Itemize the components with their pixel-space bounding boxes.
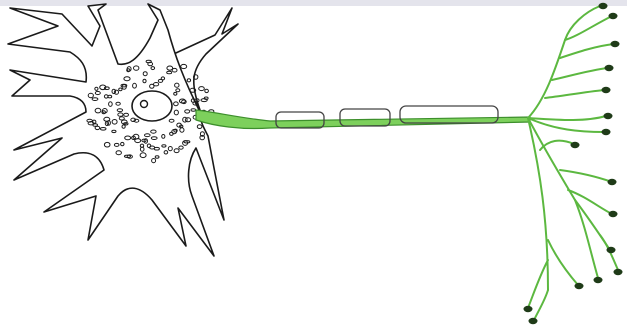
terminal-bulb <box>608 179 617 185</box>
terminal-branch <box>528 260 548 308</box>
terminal-bulb <box>529 318 538 324</box>
terminal-branch <box>560 44 614 58</box>
granule <box>201 99 207 102</box>
terminal-bulb <box>605 65 614 71</box>
terminal-bulb <box>575 283 584 289</box>
nucleus <box>132 91 172 121</box>
terminal-branch <box>534 290 548 320</box>
terminal-bulb <box>594 277 603 283</box>
granule <box>205 89 209 92</box>
granule <box>199 87 205 91</box>
terminal-bulb <box>602 129 611 135</box>
terminal-bulb <box>604 113 613 119</box>
axon-terminals <box>528 6 618 320</box>
terminal-bulb <box>602 87 611 93</box>
terminal-bulb <box>607 247 616 253</box>
terminal-bulb <box>609 211 618 217</box>
terminal-branch <box>545 90 604 98</box>
terminal-bulb <box>524 306 533 312</box>
terminal-branch <box>528 116 606 120</box>
cell-body <box>8 4 238 256</box>
terminal-bulb <box>571 142 580 148</box>
terminal-bulb <box>599 3 608 9</box>
nucleolus <box>141 101 148 108</box>
terminal-branch <box>528 6 600 118</box>
terminal-bulb <box>609 13 618 19</box>
terminal-branch <box>548 240 578 285</box>
terminal-branch <box>552 68 608 80</box>
terminal-bulb <box>614 269 623 275</box>
terminal-bulb <box>611 41 620 47</box>
terminal-branch <box>560 170 612 182</box>
terminal-branch <box>575 200 598 278</box>
terminal-branch <box>568 190 612 214</box>
